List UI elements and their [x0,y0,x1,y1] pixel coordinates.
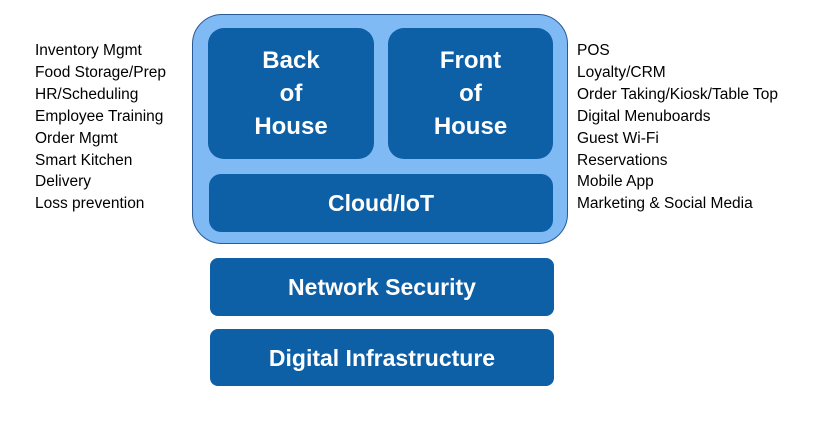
digital-infrastructure-label: Digital Infrastructure [268,344,496,371]
list-item: POS [577,42,610,59]
front-of-house-capabilities-list: POS Loyalty/CRM Order Taking/Kiosk/Table… [577,40,778,215]
list-item: Delivery [35,173,91,191]
list-item: Food Storage/Prep [35,63,166,81]
cloud-iot-label: Cloud/IoT [327,190,435,216]
list-item: Guest Wi-Fi [577,129,659,147]
list-item: Loss prevention [35,195,145,213]
network-security-block: Network Security [210,258,554,316]
network-security-label: Network Security [288,274,476,300]
front-of-house-block: Front of House [388,28,553,159]
cloud-iot-block: Cloud/IoT [209,174,553,232]
list-item: HR/Scheduling [35,85,139,103]
list-item: Order Taking/Kiosk/Table Top [577,85,779,103]
digital-infrastructure-block: Digital Infrastructure [210,329,554,386]
front-of-house-label: Front of House [433,47,508,140]
list-item: Reservations [577,151,668,169]
list-item: Marketing & Social Media [577,195,753,213]
list-item: Digital Menuboards [577,107,711,125]
list-item: Mobile App [577,173,654,191]
back-of-house-block: Back of House [208,28,374,159]
list-item: Smart Kitchen [35,151,133,169]
list-item: Employee Training [35,107,164,125]
list-item: Inventory Mgmt [35,42,142,59]
back-of-house-label: Back of House [254,47,328,140]
back-of-house-capabilities-list: Inventory Mgmt Food Storage/Prep HR/Sche… [35,40,166,215]
list-item: Order Mgmt [35,129,118,147]
list-item: Loyalty/CRM [577,63,666,81]
